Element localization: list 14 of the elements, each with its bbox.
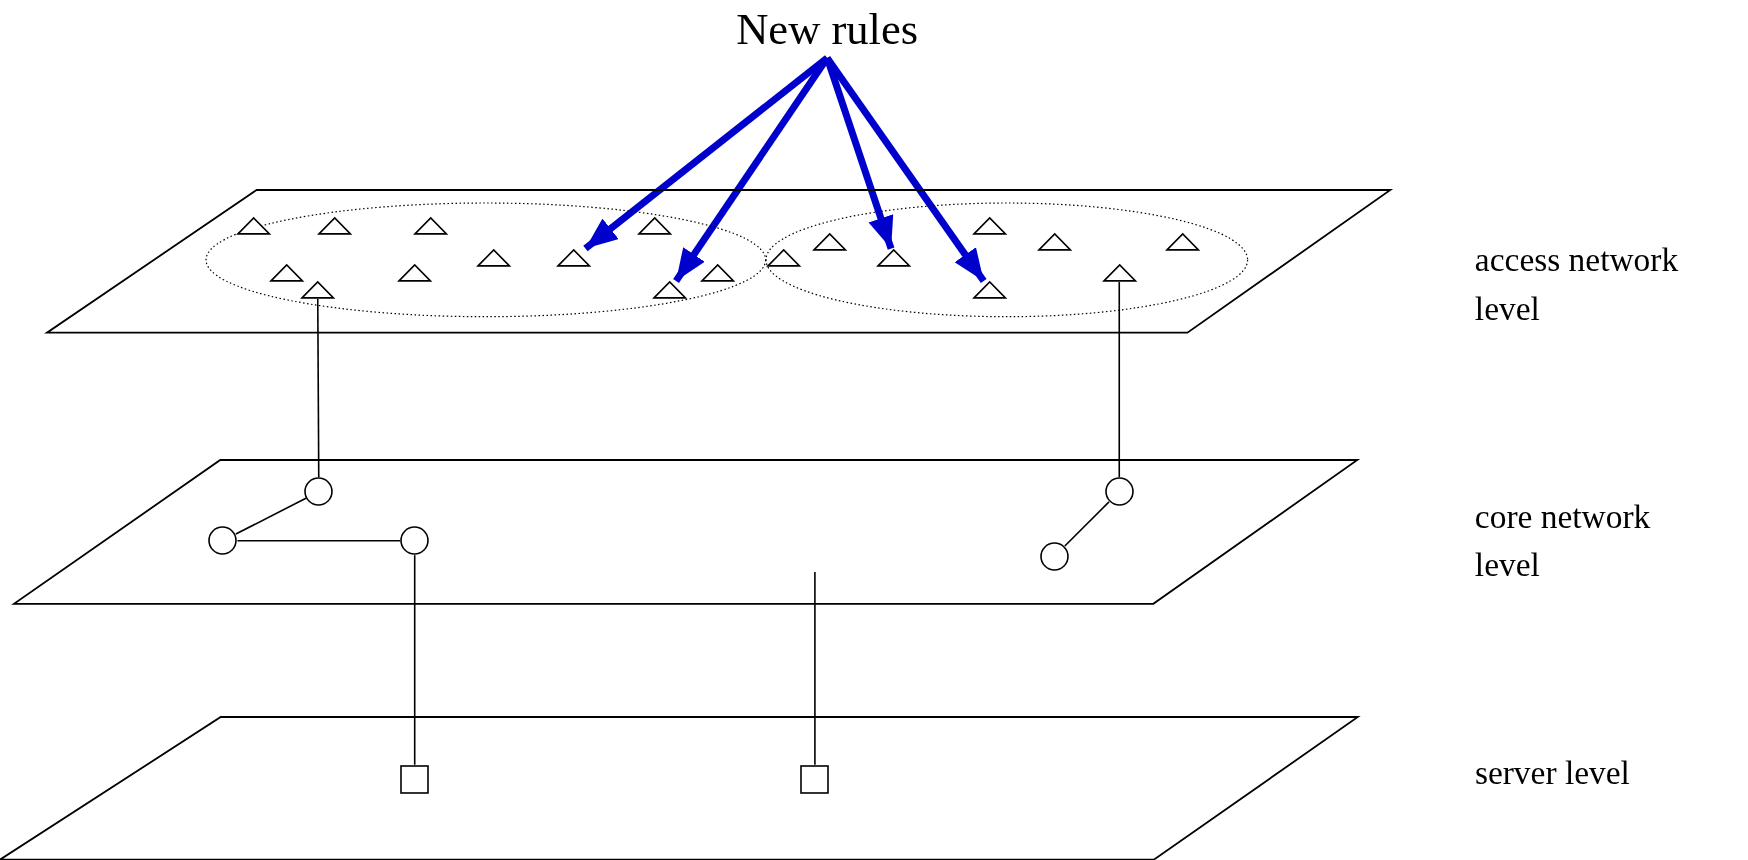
link-line <box>814 571 816 766</box>
arrow <box>823 56 895 250</box>
link-line <box>1118 281 1121 478</box>
arrow <box>824 55 987 283</box>
annotation-text: New rules <box>702 2 952 58</box>
link-line <box>413 554 416 766</box>
level-label: access network level <box>1474 240 1680 329</box>
level-label: core network level <box>1474 496 1652 586</box>
arrow <box>583 55 830 252</box>
level-label: server level <box>1474 753 1631 794</box>
link-line <box>316 297 320 478</box>
link-line <box>236 539 401 542</box>
link-line <box>235 497 307 535</box>
link-line <box>1064 501 1110 547</box>
